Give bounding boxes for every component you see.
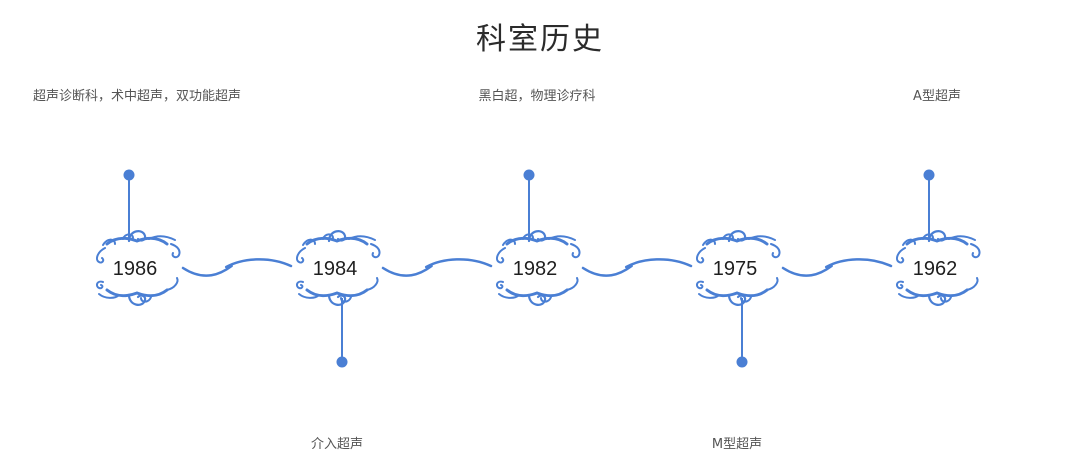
event-description: 介入超声	[310, 437, 363, 452]
event-description: M型超声	[711, 437, 763, 452]
timeline-node: 1962	[895, 169, 982, 307]
event-description: 超声诊断科，术中超声，双功能超声	[32, 89, 241, 104]
node-dot	[523, 169, 535, 181]
node-dot	[923, 169, 935, 181]
timeline-node: 1975	[695, 229, 782, 368]
timeline-node: 1984	[295, 229, 382, 368]
timeline-node: 1982	[495, 169, 582, 307]
timeline-node: 1986	[95, 169, 182, 307]
node-year-label: 1962	[913, 258, 958, 280]
event-description: A型超声	[913, 89, 961, 104]
node-year-label: 1982	[513, 258, 558, 280]
wave-connector	[181, 258, 293, 277]
node-year-label: 1975	[713, 258, 758, 280]
node-dot	[336, 356, 348, 368]
page-title: 科室历史	[476, 22, 604, 57]
node-year-label: 1984	[313, 258, 358, 280]
connector-waves	[181, 258, 893, 277]
event-description: 黑白超，物理诊疗科	[478, 89, 596, 104]
wave-connector	[581, 258, 693, 277]
node-year-label: 1986	[113, 258, 158, 280]
wave-connector	[381, 258, 493, 277]
node-dot	[123, 169, 135, 181]
node-dot	[736, 356, 748, 368]
wave-connector	[781, 258, 893, 277]
